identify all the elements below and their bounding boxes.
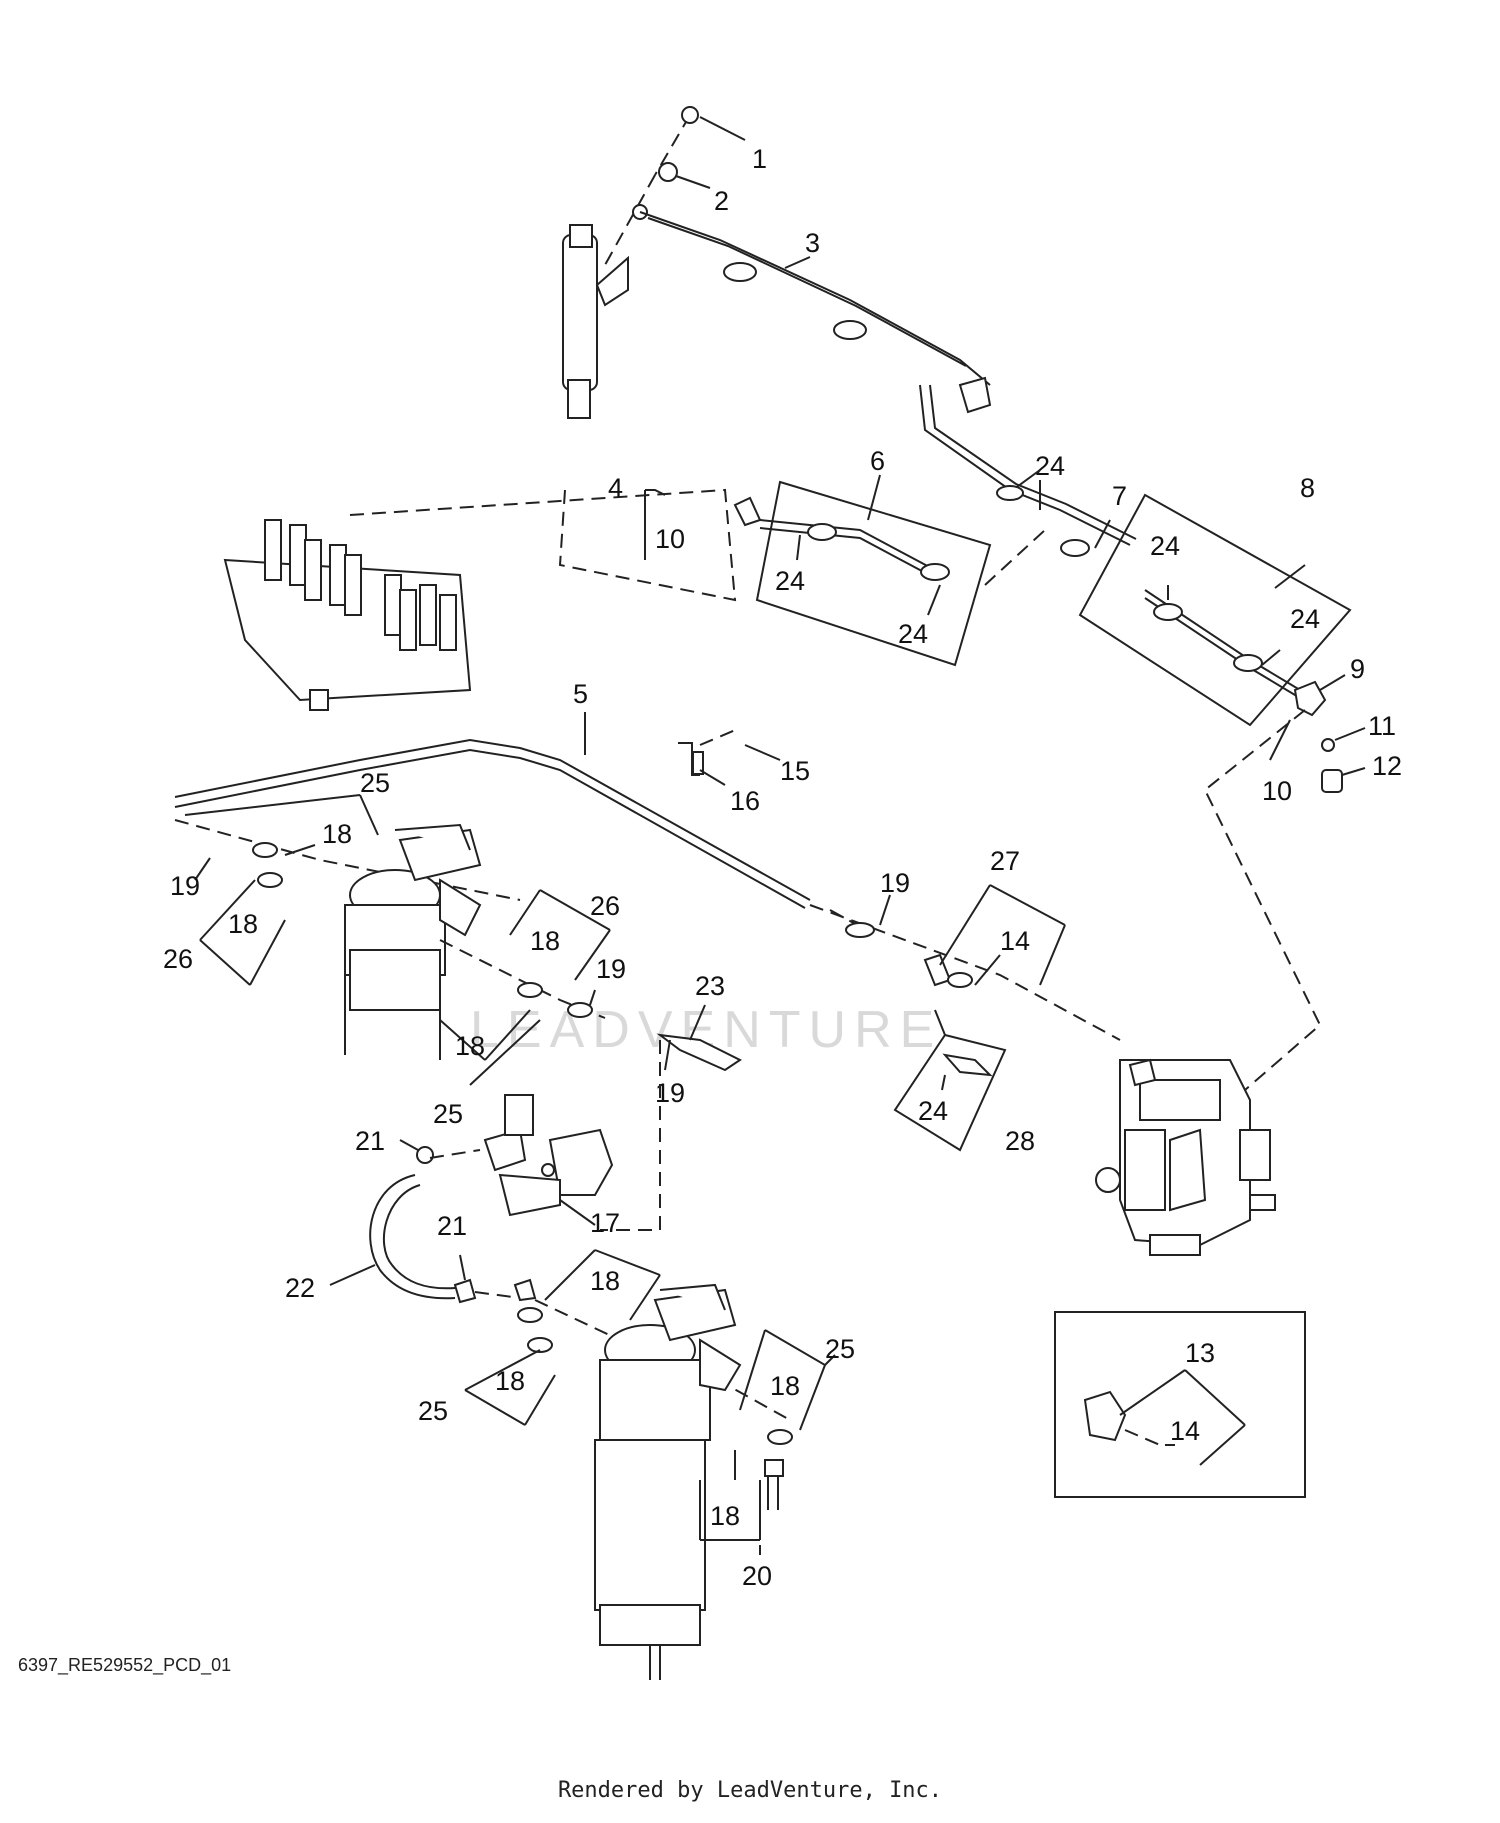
callout-19-d: 19	[880, 868, 910, 898]
callout-26-b: 26	[590, 891, 620, 921]
callout-25-a: 25	[360, 768, 390, 798]
callout-21-a: 21	[355, 1126, 385, 1156]
callout-13: 13	[1185, 1338, 1215, 1368]
callout-23: 23	[695, 971, 725, 1001]
callout-8: 8	[1300, 473, 1315, 503]
common-fuel-rail	[223, 519, 472, 711]
callout-12: 12	[1372, 751, 1402, 781]
callout-10-upper: 10	[655, 524, 685, 554]
render-credit: Rendered by LeadVenture, Inc.	[557, 1778, 943, 1803]
callout-18-e: 18	[590, 1266, 620, 1296]
callout-24-c: 24	[1035, 451, 1065, 481]
callout-24-e: 24	[1290, 604, 1320, 634]
callout-9: 9	[1350, 654, 1365, 684]
fuel-supply-line	[174, 738, 811, 909]
callout-18-g: 18	[770, 1371, 800, 1401]
callout-19-a: 19	[170, 871, 200, 901]
callout-24-a: 24	[775, 566, 805, 596]
callout-25-b: 25	[433, 1099, 463, 1129]
callout-6: 6	[870, 446, 885, 476]
callout-3: 3	[805, 228, 820, 258]
callout-15: 15	[780, 756, 810, 786]
callout-28: 28	[1005, 1126, 1035, 1156]
callout-14-b: 14	[1170, 1416, 1200, 1446]
leak-off-line-segment-6	[733, 496, 950, 581]
inset-detail-box	[1054, 1311, 1306, 1498]
callout-11: 11	[1368, 711, 1396, 741]
callout-27: 27	[990, 846, 1020, 876]
callout-18-a: 18	[322, 819, 352, 849]
callout-2: 2	[714, 186, 729, 216]
callout-10-lower: 10	[1262, 776, 1292, 806]
callout-18-c: 18	[530, 926, 560, 956]
fuel-injector	[562, 224, 629, 419]
callout-19-b: 19	[596, 954, 626, 984]
callout-24-d: 24	[1150, 531, 1180, 561]
fuel-hose	[369, 1174, 456, 1300]
callout-16: 16	[730, 786, 760, 816]
banjo-fitting	[1293, 680, 1327, 717]
callout-18-b: 18	[228, 909, 258, 939]
fuel-filter-header	[483, 1094, 614, 1217]
fuel-filter-upper	[344, 823, 482, 1060]
fuel-injection-pump	[1095, 1058, 1276, 1256]
leak-off-line-segment-8	[1144, 589, 1301, 699]
callout-25-d: 25	[825, 1334, 855, 1364]
fuel-filter-lower	[594, 1283, 742, 1680]
callout-22: 22	[285, 1273, 315, 1303]
callout-18-h: 18	[710, 1501, 740, 1531]
callout-24-b: 24	[898, 619, 928, 649]
callout-26-a: 26	[163, 944, 193, 974]
callout-4: 4	[608, 473, 623, 503]
callout-20: 20	[742, 1561, 772, 1591]
callout-14-a: 14	[1000, 926, 1030, 956]
callout-17: 17	[590, 1208, 620, 1238]
drawing-id: 6397_RE529552_PCD_01	[18, 1655, 232, 1675]
callout-25-c: 25	[418, 1396, 448, 1426]
callout-7: 7	[1112, 481, 1127, 511]
callout-21-b: 21	[437, 1211, 467, 1241]
callout-18-f: 18	[495, 1366, 525, 1396]
callout-18-d: 18	[455, 1031, 485, 1061]
callout-1: 1	[752, 144, 767, 174]
callout-5: 5	[573, 679, 588, 709]
callout-24-f: 24	[918, 1096, 948, 1126]
